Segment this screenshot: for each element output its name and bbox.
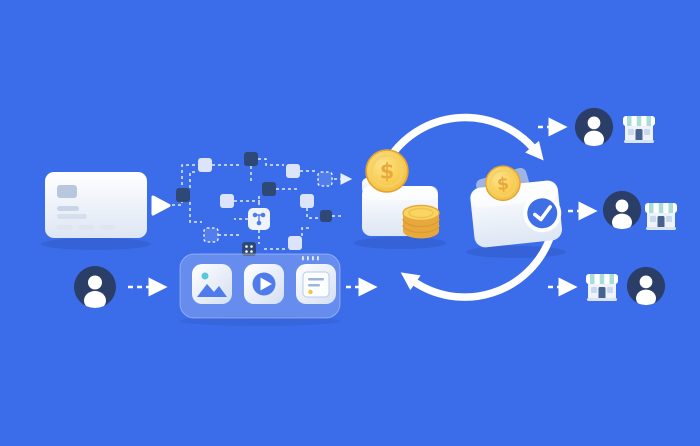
check-icon bbox=[533, 205, 552, 222]
recipient-avatar-icon bbox=[603, 191, 641, 231]
receipt-app-icon bbox=[296, 264, 336, 304]
credit-card-icon bbox=[45, 172, 147, 238]
recipient-avatar-icon bbox=[575, 108, 613, 148]
funds-folder-icon bbox=[362, 149, 440, 239]
wallet-verified-icon bbox=[470, 163, 563, 248]
dollar-coin-icon bbox=[365, 149, 409, 193]
panel-ticks bbox=[302, 256, 319, 261]
cycle-arrowhead-bottom bbox=[400, 272, 421, 291]
payment-cycle-arrows bbox=[383, 113, 554, 301]
network-dots bbox=[245, 245, 253, 253]
coin-stack-icon bbox=[402, 204, 440, 239]
processing-network bbox=[172, 152, 353, 256]
verified-badge-icon bbox=[523, 194, 562, 233]
storefront-icon bbox=[623, 116, 655, 143]
recipient-2 bbox=[603, 191, 677, 231]
recipient-3 bbox=[586, 267, 665, 307]
sender-avatar-icon bbox=[74, 266, 116, 310]
network-hub-icon bbox=[248, 208, 270, 230]
video-app-icon bbox=[244, 264, 284, 304]
apps-panel bbox=[179, 253, 341, 319]
recipient-1 bbox=[575, 108, 655, 148]
flow-arrow-icon bbox=[151, 195, 171, 216]
storefront-icon bbox=[645, 203, 677, 230]
recipient-avatar-icon bbox=[627, 267, 665, 307]
card-chip bbox=[57, 185, 77, 198]
image-app-icon bbox=[192, 264, 232, 304]
storefront-icon bbox=[586, 274, 618, 301]
cycle-arrowhead-top bbox=[525, 140, 544, 161]
